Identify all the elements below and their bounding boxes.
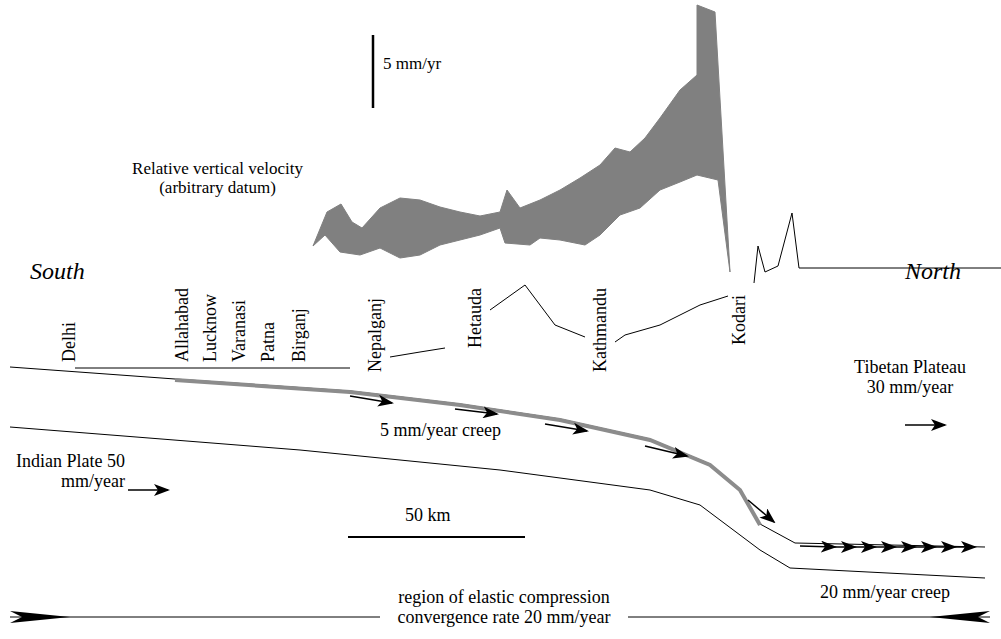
place-name: Varanasi: [230, 300, 250, 362]
scale-label: 5 mm/yr: [383, 55, 441, 74]
scale-bar: [372, 35, 375, 108]
velocity-band: [313, 5, 730, 272]
place-name: Nepalganj: [366, 298, 386, 372]
axis-label: Relative vertical velocity (arbitrary da…: [125, 160, 310, 197]
plate-label: Tibetan Plateau 30 mm/year: [845, 358, 975, 398]
plate-boundary: [10, 367, 985, 578]
rate-label: 5 mm/year creep: [380, 421, 501, 441]
direction-label: South: [30, 258, 85, 284]
region-label: region of elastic compression convergenc…: [380, 588, 628, 628]
place-name: Lucknow: [201, 294, 221, 362]
place-name: Kathmandu: [591, 288, 611, 372]
place-name: Kodari: [730, 295, 750, 345]
fault-plane: [175, 380, 760, 525]
topography: [75, 213, 1001, 368]
place-name: Allahabad: [173, 288, 193, 362]
plate-arrow: [128, 489, 168, 491]
distance-scale: [348, 536, 525, 538]
place-name: Hetauda: [466, 288, 486, 348]
distance-label: 50 km: [405, 506, 451, 526]
creep-arrow: [350, 396, 975, 547]
place-name: Birganj: [290, 308, 310, 362]
direction-label: North: [905, 258, 961, 284]
plate-arrow: [905, 424, 945, 426]
place-name: Patna: [259, 322, 279, 362]
plate-label: Indian Plate 50 mm/year: [5, 452, 125, 492]
rate-label: 20 mm/year creep: [820, 583, 950, 603]
place-name: Delhi: [60, 322, 80, 362]
